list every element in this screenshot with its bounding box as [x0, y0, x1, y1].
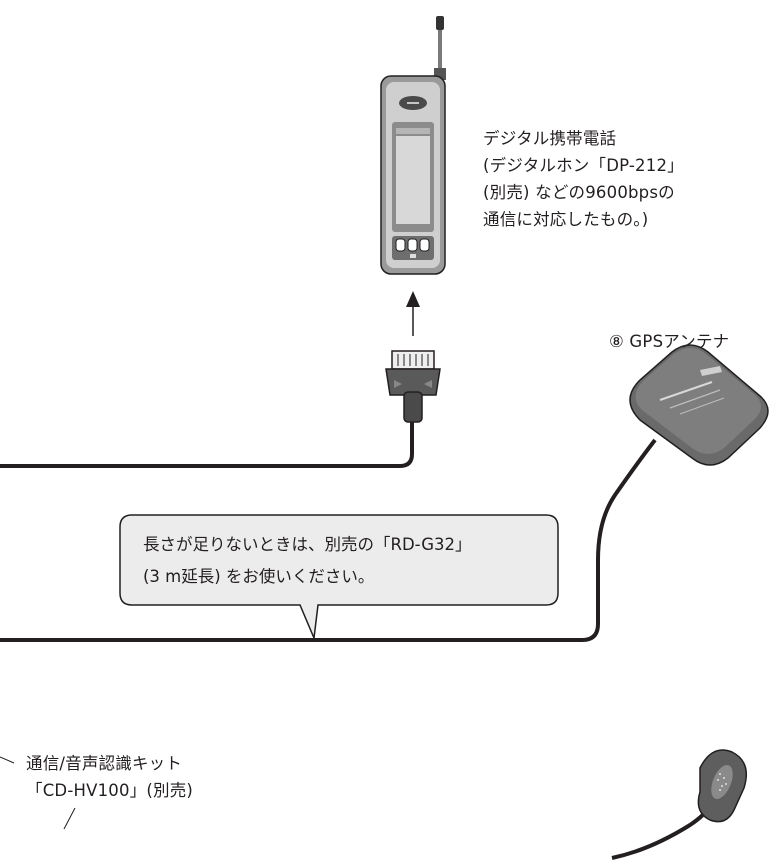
gps-cable — [0, 438, 657, 642]
phone-caption-line4: 通信に対応したもの。) — [483, 210, 649, 229]
phone-caption-line1: デジタル携帯電話 — [483, 129, 617, 148]
gps-antenna-label: ⑧ GPSアンテナ — [609, 332, 730, 351]
phone-connector-illustration — [385, 350, 441, 423]
phone-cable — [0, 420, 414, 468]
phone-caption-line2: (デジタルホン「DP-212」 — [483, 156, 684, 175]
kit-leader-line-upper — [0, 756, 15, 764]
phone-caption-line3: (別売) などの9600bpsの — [483, 183, 675, 202]
callout-line2: (3 m延長) をお使いください。 — [143, 567, 375, 586]
gps-antenna-illustration — [629, 344, 769, 466]
kit-label-line1: 通信/音声認識キット — [26, 754, 183, 773]
up-arrow-icon — [406, 291, 420, 336]
mobile-phone-illustration — [380, 16, 446, 275]
callout-bubble — [119, 514, 559, 641]
kit-leader-line-lower — [63, 807, 76, 830]
microphone-illustration — [611, 749, 747, 860]
kit-label-line2: 「CD-HV100」(別売) — [26, 781, 194, 800]
callout-line1: 長さが足りないときは、別売の「RD-G32」 — [143, 535, 472, 554]
